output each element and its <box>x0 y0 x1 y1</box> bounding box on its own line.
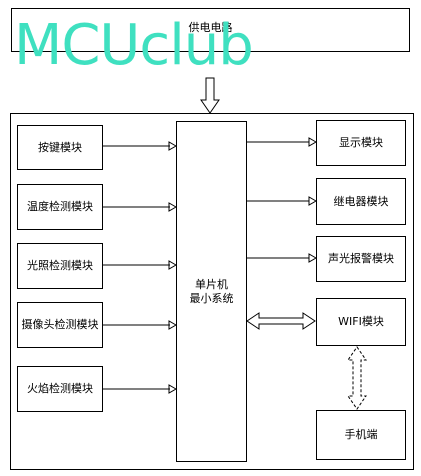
input-module-flame: 火焰检测模块 <box>17 366 103 412</box>
output-module-display: 显示模块 <box>316 120 406 166</box>
input-module-label: 温度检测模块 <box>27 200 93 213</box>
input-arrow-4 <box>102 320 178 330</box>
input-module-keys: 按键模块 <box>17 125 103 170</box>
power-circuit-box: 供电电路 <box>11 8 410 52</box>
output-arrow-display <box>246 137 318 147</box>
input-arrow-3 <box>102 260 178 270</box>
wifi-bidirectional-arrow <box>246 312 316 330</box>
mcu-label-line1: 单片机 <box>195 277 228 291</box>
output-module-wifi: WIFI模块 <box>316 298 406 346</box>
phone-terminal-box: 手机端 <box>316 410 406 460</box>
power-down-arrow <box>200 77 220 114</box>
mcu-minimum-system: 单片机 最小系统 <box>176 121 247 462</box>
system-panel <box>10 113 414 470</box>
phone-terminal-label: 手机端 <box>344 428 378 441</box>
wireless-dashed-arrow <box>347 346 367 410</box>
input-module-camera: 摄像头检测模块 <box>17 302 103 348</box>
input-module-label: 光照检测模块 <box>27 259 93 272</box>
input-module-temperature: 温度检测模块 <box>17 184 103 230</box>
output-module-alarm: 声光报警模块 <box>316 236 406 282</box>
output-module-label: WIFI模块 <box>338 315 384 328</box>
input-arrow-2 <box>102 202 178 212</box>
input-module-light: 光照检测模块 <box>17 243 103 289</box>
mcu-label-line2: 最小系统 <box>189 291 234 305</box>
output-module-label: 显示模块 <box>339 136 383 149</box>
input-module-label: 按键模块 <box>38 140 82 154</box>
input-arrow-5 <box>102 384 178 394</box>
output-module-label: 声光报警模块 <box>328 252 394 265</box>
input-arrow-1 <box>102 141 178 151</box>
output-arrow-alarm <box>246 253 318 263</box>
power-circuit-label: 供电电路 <box>188 21 233 34</box>
input-module-label: 火焰检测模块 <box>27 382 93 395</box>
output-module-relay: 继电器模块 <box>316 178 406 225</box>
output-module-label: 继电器模块 <box>333 194 389 208</box>
input-module-label: 摄像头检测模块 <box>21 318 99 331</box>
output-arrow-relay <box>246 196 318 206</box>
